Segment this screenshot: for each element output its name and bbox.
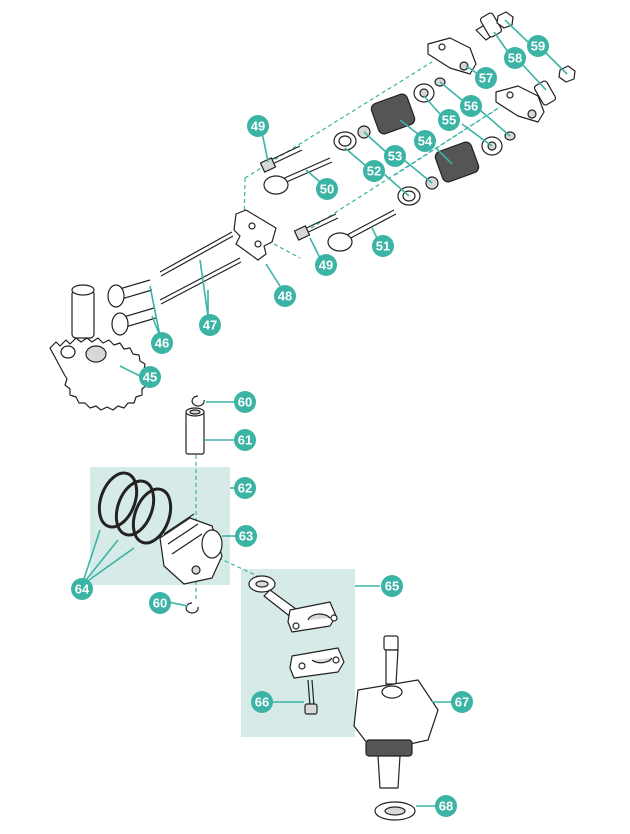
callout-51: 51 <box>372 235 394 257</box>
callout-53-label: 53 <box>388 149 402 164</box>
connecting-rod <box>248 575 338 633</box>
rocker-stud-upper <box>259 145 303 173</box>
crankshaft-washer <box>374 801 416 821</box>
rocker-arm-lower <box>495 85 545 123</box>
callout-58: 58 <box>504 47 526 69</box>
valve-spring-upper <box>370 93 416 135</box>
callout-46: 46 <box>151 332 173 354</box>
callout-49-upper-label: 49 <box>251 119 265 134</box>
piston-pin-circlip-lower <box>185 602 199 614</box>
callout-60-upper: 60 <box>234 391 256 413</box>
callout-45: 45 <box>139 366 161 388</box>
push-rod-guide-plate <box>233 209 277 261</box>
callout-59: 59 <box>527 35 549 57</box>
callout-60-upper-label: 60 <box>238 395 252 410</box>
callout-48-label: 48 <box>278 289 292 304</box>
callout-67-label: 67 <box>455 695 469 710</box>
callout-63-label: 63 <box>239 529 253 544</box>
callout-47: 47 <box>199 314 221 336</box>
piston-rings <box>97 471 173 545</box>
callout-50: 50 <box>316 178 338 200</box>
callout-68-label: 68 <box>439 799 453 814</box>
callout-62-label: 62 <box>238 481 252 496</box>
callout-56: 56 <box>460 95 482 117</box>
crankshaft <box>353 635 439 789</box>
piston-pin <box>185 407 205 455</box>
callout-65: 65 <box>381 575 403 597</box>
callout-61-label: 61 <box>238 433 252 448</box>
piston <box>159 513 223 585</box>
callout-54-label: 54 <box>418 134 433 149</box>
callout-49-lower-label: 49 <box>319 258 333 273</box>
rocker-arm-upper <box>427 37 477 75</box>
push-rods <box>159 231 242 305</box>
callout-67: 67 <box>451 691 473 713</box>
connecting-rod-cap <box>289 647 345 679</box>
callout-47-label: 47 <box>203 318 217 333</box>
spring-retainer-upper <box>413 83 435 103</box>
leader-lines <box>81 19 568 807</box>
callout-64-label: 64 <box>75 582 90 597</box>
callout-60-lower: 60 <box>149 592 171 614</box>
exhaust-valve <box>263 157 333 195</box>
callout-68: 68 <box>435 795 457 817</box>
callout-55: 55 <box>438 109 460 131</box>
callout-60-lower-label: 60 <box>153 596 167 611</box>
callout-49-upper: 49 <box>247 115 269 137</box>
callout-66-label: 66 <box>255 695 269 710</box>
callout-63: 63 <box>235 525 257 547</box>
callout-50-label: 50 <box>320 182 334 197</box>
callout-65-label: 65 <box>385 579 399 594</box>
callout-54: 54 <box>414 130 436 152</box>
callout-55-label: 55 <box>442 113 456 128</box>
callout-46-label: 46 <box>155 336 169 351</box>
callout-64: 64 <box>71 578 93 600</box>
intake-valve <box>327 209 397 252</box>
callout-52-label: 52 <box>367 164 381 179</box>
connecting-rod-bolt <box>304 679 318 715</box>
rocker-stud-lower <box>293 213 339 241</box>
callout-57-label: 57 <box>479 71 493 86</box>
valve-tappets <box>107 279 157 336</box>
callout-61: 61 <box>234 429 256 451</box>
callout-53: 53 <box>384 145 406 167</box>
callout-59-label: 59 <box>531 39 545 54</box>
callout-45-label: 45 <box>143 370 157 385</box>
callout-48: 48 <box>274 285 296 307</box>
valve-spring-lower <box>434 141 480 183</box>
callout-51-label: 51 <box>376 239 390 254</box>
callout-66: 66 <box>251 691 273 713</box>
callout-62: 62 <box>234 477 256 499</box>
camshaft-gear <box>49 284 149 411</box>
callout-56-label: 56 <box>464 99 478 114</box>
piston-pin-circlip-upper <box>191 395 205 407</box>
callout-57: 57 <box>475 67 497 89</box>
callout-52: 52 <box>363 160 385 182</box>
callout-49-lower: 49 <box>315 254 337 276</box>
spring-washer-upper <box>333 131 357 151</box>
callout-58-label: 58 <box>508 51 522 66</box>
